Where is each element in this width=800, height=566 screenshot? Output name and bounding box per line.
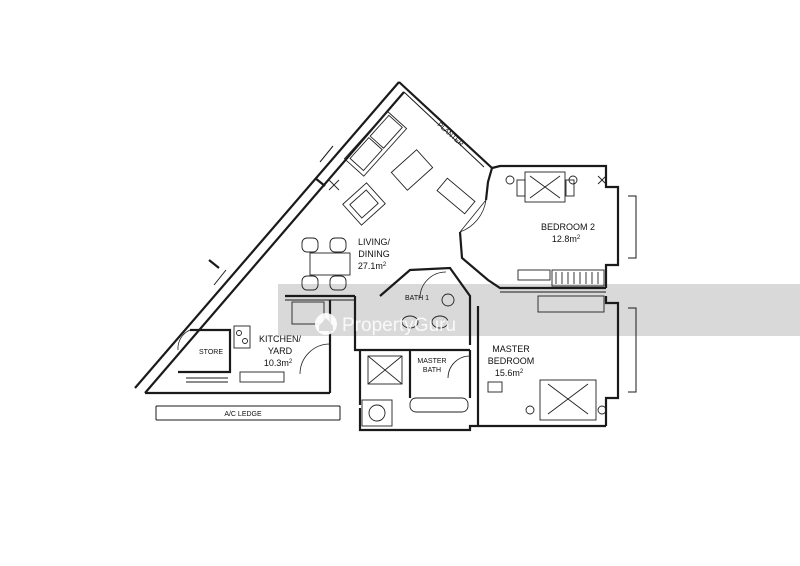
door-swings: [177, 198, 487, 379]
room-label-bedroom2: BEDROOM 2 12.8m2: [541, 222, 595, 244]
kitchen-label-line1: KITCHEN/: [259, 334, 302, 344]
room-label-kitchen: KITCHEN/ YARD 10.3m2: [259, 334, 302, 368]
store-label: STORE: [199, 349, 223, 356]
master-bath-label-line1: MASTER: [417, 358, 446, 365]
room-label-living: LIVING/ DINING 27.1m2: [358, 237, 391, 271]
ac-ledge-label: A/C LEDGE: [224, 411, 262, 418]
watermark-band: [278, 284, 800, 336]
windows: [208, 145, 334, 286]
kitchen-area: 10.3m2: [264, 358, 293, 368]
bedroom2-area: 12.8m2: [552, 234, 581, 244]
kitchen-label-line2: YARD: [268, 346, 293, 356]
master-label-line1: MASTER: [492, 344, 530, 354]
living-area: 27.1m2: [358, 261, 387, 271]
interior-walls: [178, 167, 606, 426]
master-area: 15.6m2: [495, 368, 524, 378]
wardrobe-hangers: [555, 272, 599, 284]
living-label-line2: DINING: [358, 249, 390, 259]
bedroom2-label: BEDROOM 2: [541, 222, 595, 232]
master-label-line2: BEDROOM: [488, 356, 535, 366]
furniture: [233, 110, 607, 427]
master-bath-label-line2: BATH: [423, 367, 441, 374]
planter-label: PLANTER: [436, 121, 465, 148]
room-label-master: MASTER BEDROOM 15.6m2: [488, 344, 535, 378]
living-label-line1: LIVING/: [358, 237, 391, 247]
watermark-logo-icon: [315, 313, 337, 335]
watermark: PropertyGuru: [315, 313, 456, 336]
bath1-label: BATH 1: [405, 295, 429, 302]
outer-walls: [134, 81, 637, 432]
watermark-text: PropertyGuru: [342, 315, 456, 336]
